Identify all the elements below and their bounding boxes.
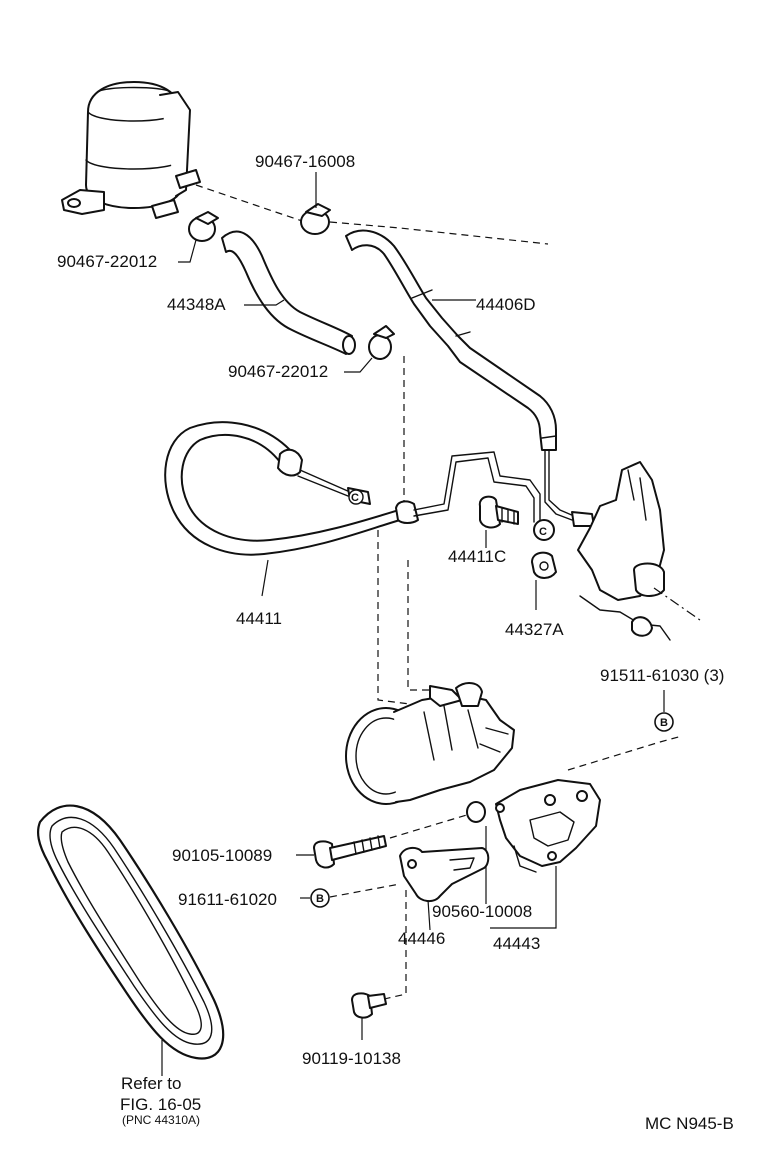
steering-gear (577, 461, 701, 641)
label-clamp-reservoir: 90467-22012 (57, 252, 157, 271)
adjusting-bar (399, 846, 490, 902)
reservoir-tank (61, 81, 201, 219)
label-union-bolt: 44411C (448, 547, 506, 566)
label-pump-bracket: 44443 (493, 934, 540, 953)
fitting-c2: C (539, 526, 547, 538)
long-bolt (313, 835, 387, 869)
label-long-bolt: 90105-10089 (172, 846, 272, 865)
lower-bolt (351, 992, 387, 1019)
refer-text-line1: Refer to (121, 1074, 181, 1093)
hose-clamp-lower (368, 325, 395, 360)
svg-text:C: C (539, 526, 547, 538)
label-supply-hose: 44406D (476, 295, 536, 314)
drawing-code: MC N945-B (645, 1114, 734, 1133)
pump-bracket (495, 779, 601, 873)
label-spacer: 90560-10008 (432, 902, 532, 921)
hose-clamp-reservoir (188, 211, 219, 242)
fitting-c1: C (348, 489, 364, 505)
tube-clamp (531, 551, 557, 579)
assembly-line-supply (329, 221, 549, 245)
v-belt (37, 804, 225, 1060)
power-steering-pump (345, 682, 515, 805)
union-bolt (478, 495, 519, 529)
ref-marker-b-bottom: B (310, 888, 330, 908)
svg-text:C: C (351, 492, 359, 504)
label-lower-bolt: 90119-10138 (302, 1049, 401, 1068)
refer-text-line2: FIG. 16-05 (120, 1095, 201, 1114)
label-pressure-tube: 44411 (236, 609, 282, 628)
svg-text:B: B (316, 893, 324, 905)
label-return-hose: 44348A (167, 295, 226, 314)
supply-hose (345, 229, 595, 527)
label-adjusting-bar: 44446 (398, 929, 445, 948)
label-bolt-count: 91511-61030 (3) (600, 666, 724, 685)
refer-text-line3: (PNC 44310A) (122, 1113, 200, 1127)
label-clamp-lower: 90467-22012 (228, 362, 328, 381)
label-clamp-upper: 90467-16008 (255, 152, 355, 171)
label-tube-clamp: 44327A (505, 620, 564, 639)
pressure-tube (164, 421, 555, 556)
ref-marker-b-top: B (654, 712, 674, 732)
label-bolt-ref-b: 91611-61020 (178, 890, 277, 909)
svg-text:B: B (660, 717, 668, 729)
hose-clamp-upper (300, 203, 331, 235)
spacer (466, 801, 486, 823)
return-hose (221, 230, 356, 355)
